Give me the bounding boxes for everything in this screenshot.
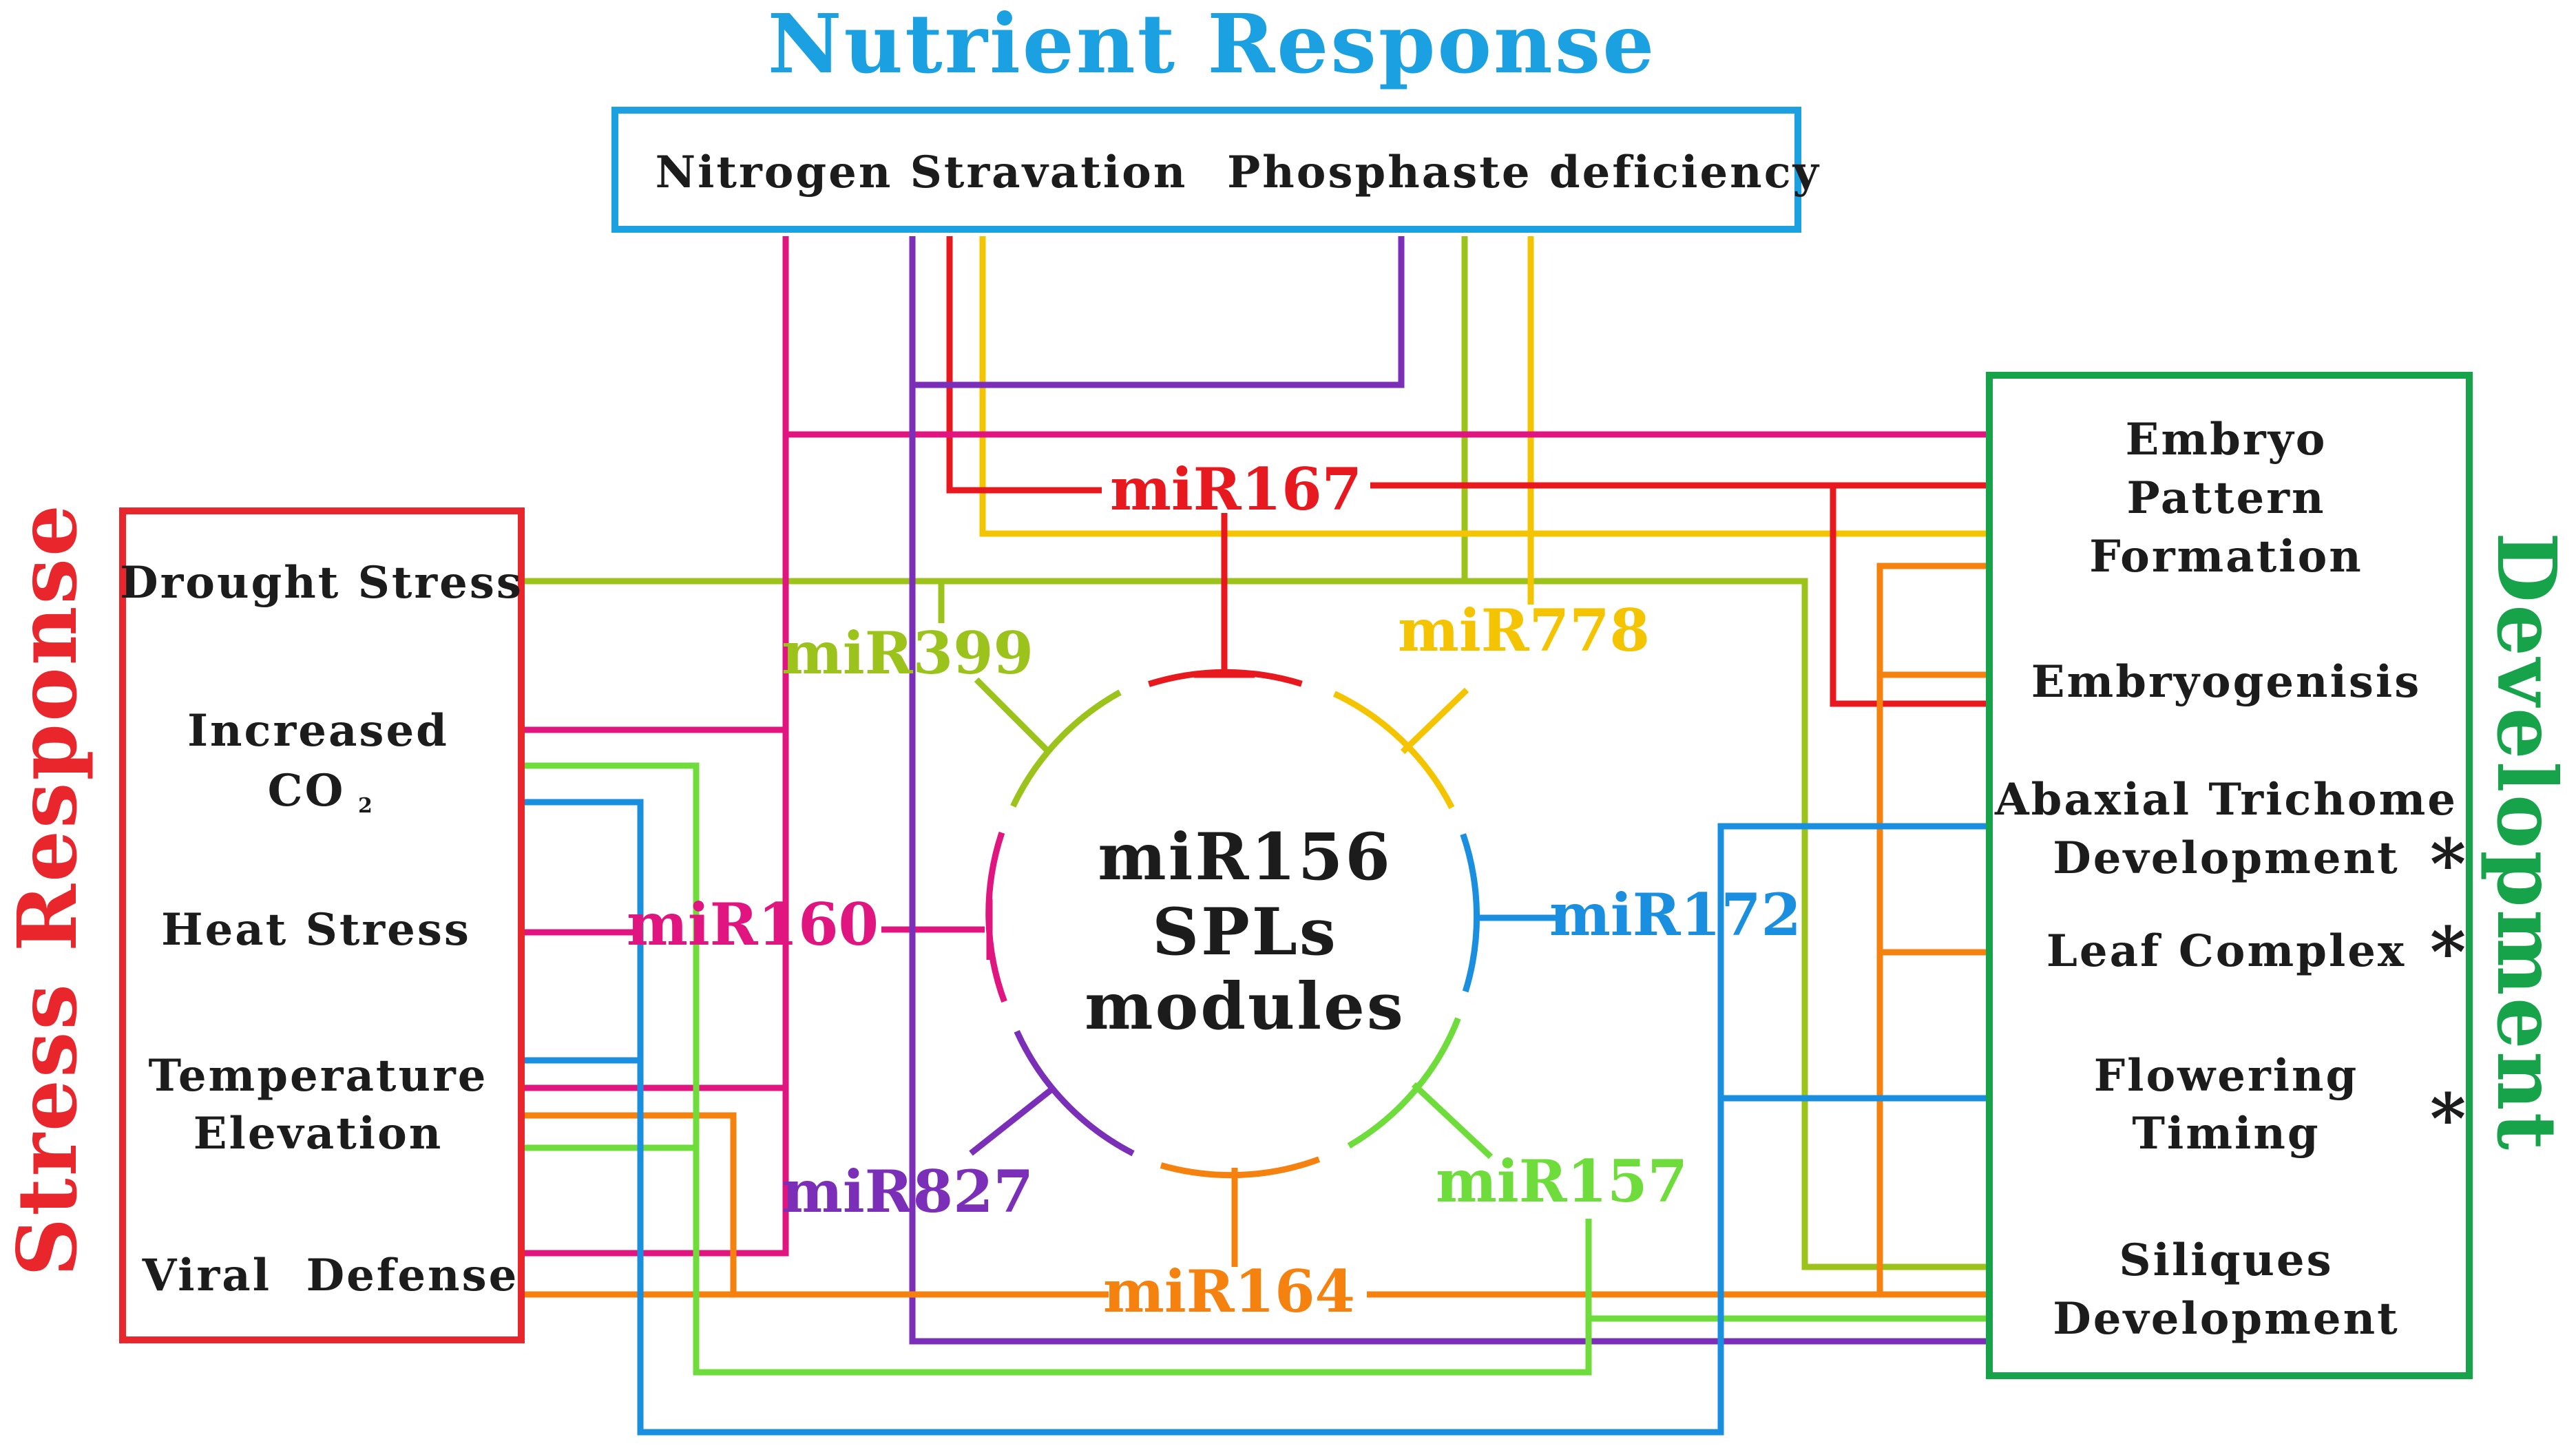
mir827-label: miR827 [782,1157,1034,1226]
mir399-label: miR399 [782,619,1034,687]
center-line2: SPLs [1152,894,1338,970]
co2-subscript: 2 [358,794,373,818]
ring-arc-miR827 [1014,1029,1135,1157]
temperature-elevation-line1: Temperature [149,1050,488,1102]
phosphate-deficiency-label: Phosphaste deficiency [1227,147,1821,198]
mir172-connections [521,799,1989,1436]
trichome-star: * [2430,823,2466,905]
development-box [1986,372,2473,1379]
mir827-connections [909,236,1989,1345]
stress-response-title: Stress Response [0,503,95,1277]
siliques-development-line1: Siliques [2119,1235,2333,1286]
mir167-label: miR167 [1110,455,1362,523]
stress-response-box [119,507,525,1343]
co2-text: CO [268,765,346,817]
center-line1: miR156 [1098,819,1392,895]
center-line3: modules [1085,969,1405,1045]
nitrogen-starvation-label: Nitrogen Stravation [656,147,1188,198]
mir164-label: miR164 [1103,1257,1355,1325]
increased-co2-line1: Increased [187,705,449,757]
mir172-label: miR172 [1549,881,1801,949]
ring-arc-miR778 [1332,691,1455,809]
mir160-connections [521,236,1989,1257]
ring-arc-miR160 [985,831,1007,1003]
flowering-star: * [2430,1078,2466,1160]
abaxial-trichome-line2: Development [2053,832,2399,884]
center-ring [985,669,1480,1179]
viral-defense-label: Viral Defense [142,1250,519,1301]
mir160-label: miR160 [627,890,879,958]
ring-arc-miR399 [1010,689,1122,808]
mir157-label: miR157 [1436,1147,1688,1215]
ring-arc-miR172 [1460,833,1480,993]
leaf-complex-star: * [2430,912,2466,993]
mir399-connections [523,236,1989,1270]
mir157-connections [521,762,1989,1376]
leaf-complex-label: Leaf Complex [2046,925,2406,977]
embryo-pattern-line1: Embryo [2126,414,2327,465]
mir164-connections [521,563,1989,1298]
embryo-pattern-line3: Formation [2089,531,2363,583]
nutrient-response-box [611,107,1801,233]
embryogenisis-label: Embryogenisis [2031,656,2422,708]
flowering-timing-line1: Flowering [2094,1050,2359,1102]
ring-arc-miR157 [1347,1017,1461,1148]
embryo-pattern-line2: Pattern [2127,472,2326,524]
siliques-development-line2: Development [2053,1293,2399,1345]
increased-co2-line2: CO [268,765,346,817]
flowering-timing-line2: Timing [2132,1108,2320,1160]
abaxial-trichome-line1: Abaxial Trichome [1994,774,2458,826]
ring-arc-miR167 [1148,669,1303,687]
temperature-elevation-line2: Elevation [193,1108,443,1160]
nutrient-response-title: Nutrient Response [768,0,1657,92]
heat-stress-label: Heat Stress [161,904,471,956]
mir778-connections [979,236,1989,755]
mir167-connections [946,236,1989,707]
development-title: Development [2479,532,2575,1152]
drought-stress-label: Drought Stress [120,557,523,609]
mir778-label: miR778 [1398,596,1650,664]
ring-arc-miR164 [1160,1156,1321,1179]
